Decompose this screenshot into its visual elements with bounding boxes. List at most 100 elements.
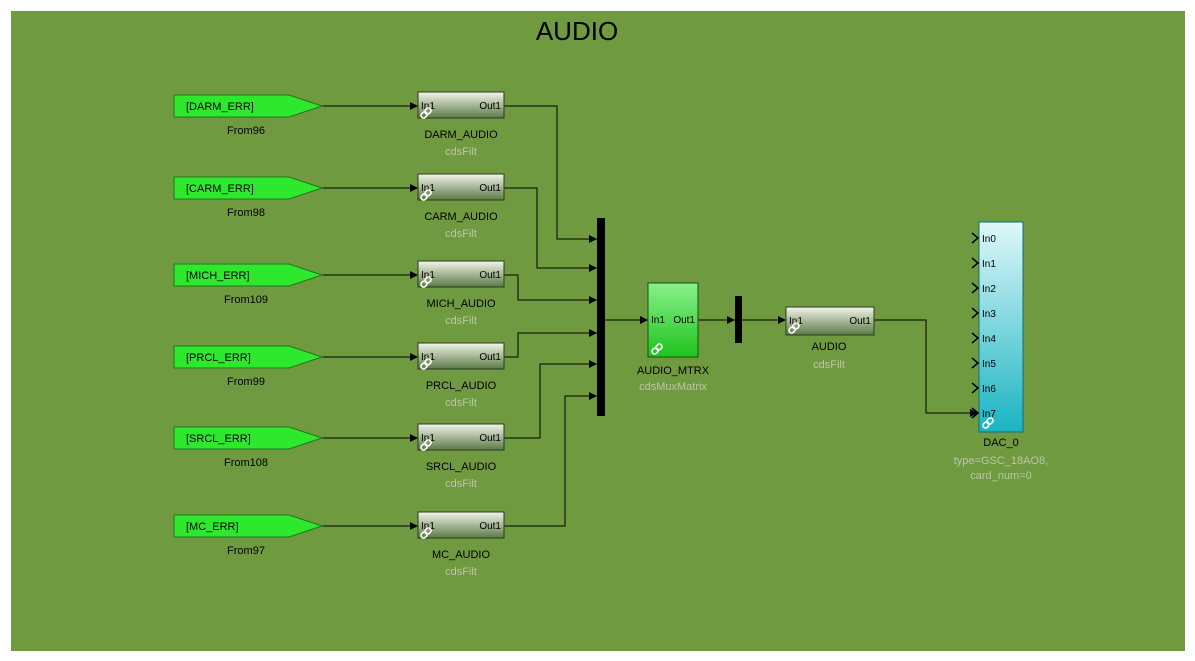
- from-tag-label: [DARM_ERR]: [186, 101, 254, 113]
- from-tag-shape: [173, 426, 324, 450]
- dac-port-label: In7: [982, 409, 996, 420]
- from-tag-label: [PRCL_ERR]: [186, 352, 251, 364]
- diagram-title: AUDIO: [536, 16, 618, 46]
- filter-out-port: Out1: [479, 521, 501, 532]
- from-tag-shape: [173, 176, 324, 200]
- link-icon: [420, 276, 432, 288]
- filter-type: cdsFilt: [445, 566, 477, 578]
- filter-in-port: In1: [421, 183, 435, 194]
- filter-out-port: Out1: [849, 316, 871, 327]
- matrix-in-port: In1: [651, 315, 665, 326]
- link-icon: [788, 322, 800, 334]
- filter-name: PRCL_AUDIO: [426, 380, 497, 392]
- wire-filter-to-mux: [504, 274, 597, 304]
- filter-body: [417, 91, 505, 119]
- from-block-name: From99: [227, 376, 265, 388]
- dac-port-label: In5: [982, 359, 996, 370]
- filter-in-port: In1: [421, 270, 435, 281]
- from-block-name: From96: [227, 125, 265, 137]
- filter-in-port: In1: [421, 521, 435, 532]
- from-tag-shape: [173, 263, 324, 287]
- link-icon: [420, 107, 432, 119]
- filter-type: cdsFilt: [445, 228, 477, 240]
- dac-name: DAC_0: [983, 437, 1018, 449]
- filter-out-port: Out1: [479, 270, 501, 281]
- filter-name: AUDIO: [812, 341, 847, 353]
- from-tag-shape: [173, 345, 324, 369]
- filter-in-port: In1: [421, 433, 435, 444]
- filter-type: cdsFilt: [445, 146, 477, 158]
- dac-block[interactable]: In0In1In2In3In4In5In6In7DAC_0type=GSC_18…: [954, 221, 1048, 482]
- from-tag-label: [CARM_ERR]: [186, 183, 254, 195]
- from-tag-label: [SRCL_ERR]: [186, 433, 251, 445]
- link-icon: [982, 417, 994, 429]
- dac-port-label: In3: [982, 309, 996, 320]
- filter-body: [417, 423, 505, 451]
- filter-name: DARM_AUDIO: [424, 129, 498, 141]
- dac-param: card_num=0: [970, 470, 1031, 482]
- matrix-name: AUDIO_MTRX: [637, 365, 710, 377]
- filter-out-port: Out1: [479, 183, 501, 194]
- from-block-4[interactable]: [PRCL_ERR] From99: [173, 345, 324, 388]
- matrix-out-port: Out1: [673, 315, 695, 326]
- dac-port-chevron-icon: [971, 282, 980, 294]
- link-icon: [651, 343, 663, 355]
- from-block-3[interactable]: [MICH_ERR] From109: [173, 263, 324, 306]
- link-icon: [420, 439, 432, 451]
- from-tag-shape: [173, 514, 324, 538]
- wire-filter-to-mux: [504, 360, 597, 439]
- filter-in-port: In1: [421, 352, 435, 363]
- dac-body: [978, 221, 1024, 433]
- filter-out-port: Out1: [479, 352, 501, 363]
- filter-type: cdsFilt: [445, 315, 477, 327]
- from-tag-label: [MICH_ERR]: [186, 270, 250, 282]
- filter-type: cdsFilt: [445, 397, 477, 409]
- link-icon: [420, 189, 432, 201]
- matrix-type: cdsMuxMatrix: [639, 381, 707, 393]
- filter-name: MICH_AUDIO: [426, 298, 496, 310]
- wire-filter-to-mux: [504, 392, 597, 527]
- mux-bar[interactable]: [597, 218, 605, 416]
- blocks: [DARM_ERR] From96 [CARM_ERR] From98 [MICH_ER…: [173, 91, 1048, 578]
- from-block-2[interactable]: [CARM_ERR] From98: [173, 176, 324, 219]
- link-icon: [420, 358, 432, 370]
- from-tag-label: [MC_ERR]: [186, 521, 239, 533]
- wire-audio-to-dac: [874, 319, 978, 417]
- dac-port-label: In1: [982, 259, 996, 270]
- dac-port-label: In6: [982, 384, 996, 395]
- from-block-name: From109: [224, 294, 268, 306]
- from-block-name: From98: [227, 207, 265, 219]
- filter-body: [417, 342, 505, 370]
- from-block-5[interactable]: [SRCL_ERR] From108: [173, 426, 324, 469]
- filter-body: [417, 511, 505, 539]
- dac-port-chevron-icon: [971, 307, 980, 319]
- filter-name: CARM_AUDIO: [424, 211, 498, 223]
- matrix-body: [647, 282, 699, 358]
- from-block-name: From108: [224, 457, 268, 469]
- from-tag-shape: [173, 94, 324, 118]
- filter-body: [417, 173, 505, 201]
- filter-body: [785, 306, 875, 336]
- filter-body: [417, 260, 505, 288]
- dac-param: type=GSC_18AO8,: [954, 455, 1048, 467]
- link-icon: [420, 527, 432, 539]
- wires: [322, 102, 978, 530]
- demux-bar[interactable]: [735, 296, 742, 343]
- from-block-6[interactable]: [MC_ERR] From97: [173, 514, 324, 557]
- from-block-1[interactable]: [DARM_ERR] From96: [173, 94, 324, 137]
- dac-port-label: In0: [982, 234, 996, 245]
- dac-port-chevron-icon: [971, 382, 980, 394]
- from-block-name: From97: [227, 545, 265, 557]
- filter-out-port: Out1: [479, 101, 501, 112]
- dac-port-chevron-icon: [971, 232, 980, 244]
- wire-filter-to-mux: [504, 105, 597, 243]
